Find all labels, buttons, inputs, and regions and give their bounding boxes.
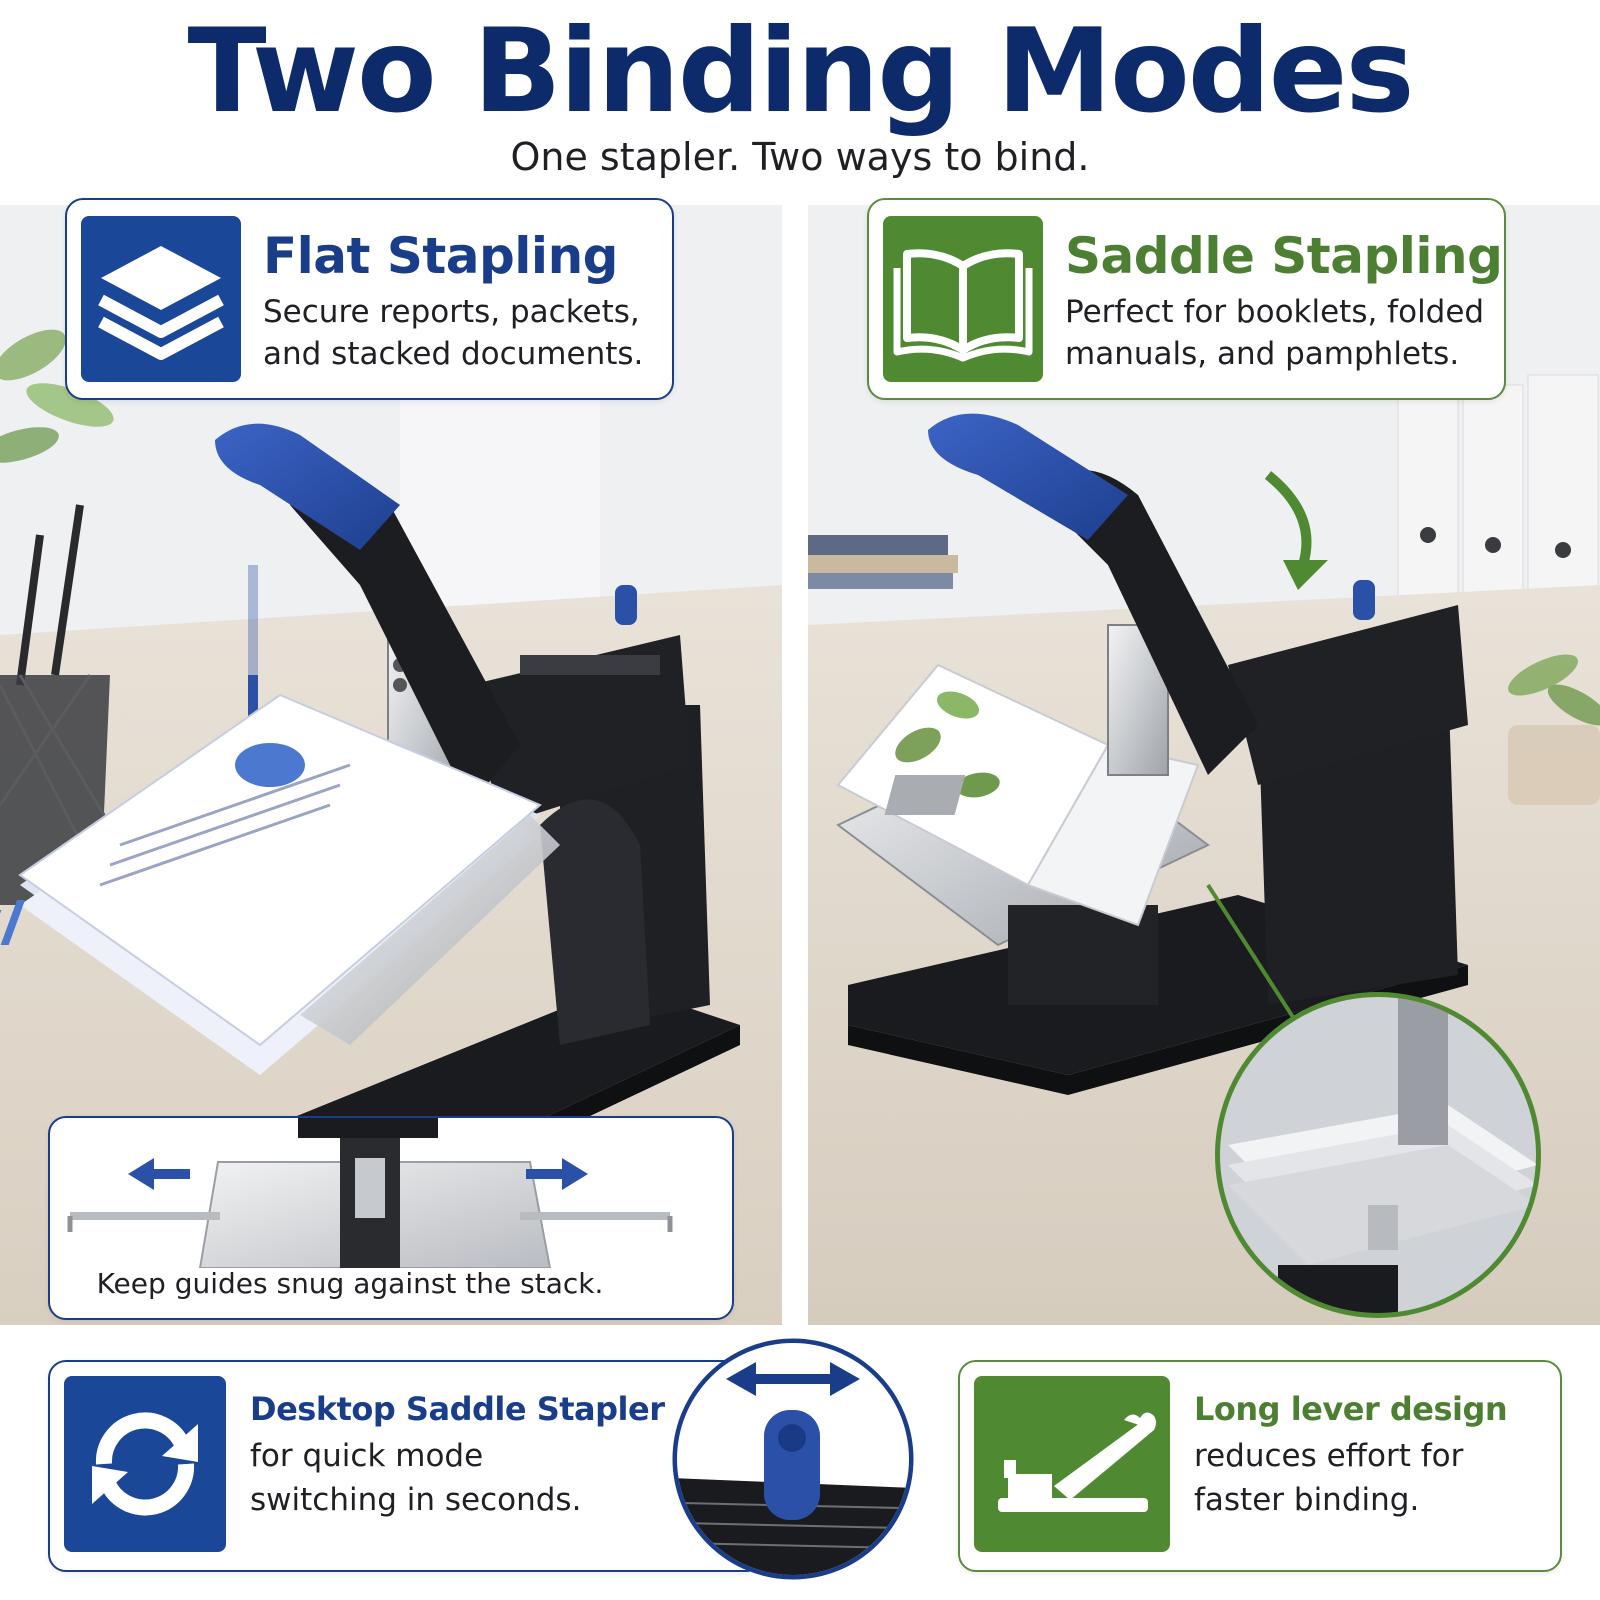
long-lever-desc-line2: faster binding.	[1194, 1482, 1420, 1518]
long-lever-icon-box	[974, 1376, 1170, 1552]
page-title: Two Binding Modes	[187, 4, 1414, 139]
guides-callout-card: Keep guides snug against the stack.	[48, 1116, 734, 1320]
paper-guides-diagram	[67, 1118, 673, 1268]
paper-stack	[0, 693, 542, 1075]
refresh-cycle-icon	[92, 1412, 198, 1516]
flat-stapling-title: Flat Stapling	[263, 227, 618, 285]
layers-icon	[98, 246, 224, 360]
mode-switch-desc-line2: switching in seconds.	[250, 1482, 582, 1518]
page-subtitle: One stapler. Two ways to bind.	[510, 135, 1090, 179]
long-lever-title: Long lever design	[1194, 1390, 1508, 1428]
switch-double-arrow	[726, 1362, 860, 1396]
saddle-stapling-title: Saddle Stapling	[1065, 227, 1503, 285]
saddle-stapling-desc-line2: manuals, and pamphlets.	[1065, 336, 1460, 372]
staple-closeup-zoom	[1215, 992, 1541, 1318]
saddle-stapling-card: Saddle Stapling Perfect for booklets, fo…	[867, 198, 1506, 400]
mode-switch-title: Desktop Saddle Stapler	[250, 1390, 665, 1428]
flat-stapling-desc-line2: and stacked documents.	[263, 336, 644, 372]
saddle-stapling-icon-box	[883, 216, 1043, 382]
plant-decoration	[1508, 654, 1600, 805]
mode-switch-icon-box	[64, 1376, 226, 1552]
flat-stapling-icon-box	[81, 216, 241, 382]
guide-out-left-arrow	[128, 1158, 190, 1190]
mode-switch-desc-line1: for quick mode	[250, 1438, 484, 1474]
plant-decoration	[0, 329, 114, 463]
mode-switch-card: Desktop Saddle Stapler for quick mode sw…	[48, 1360, 764, 1572]
flat-stapling-card: Flat Stapling Secure reports, packets, a…	[65, 198, 674, 400]
mode-switch-closeup-illustration	[672, 1338, 914, 1580]
open-book-icon	[893, 249, 1033, 362]
mode-switch-closeup	[672, 1338, 914, 1580]
long-lever-desc-line1: reduces effort for	[1194, 1438, 1464, 1474]
lever-stapler-icon	[998, 1412, 1156, 1512]
flat-stapling-desc-line1: Secure reports, packets,	[263, 294, 640, 330]
guides-callout-caption: Keep guides snug against the stack.	[96, 1267, 604, 1300]
saddle-stapler-illustration	[808, 205, 1600, 1325]
press-down-arrow	[1264, 471, 1328, 590]
guide-out-right-arrow	[526, 1158, 588, 1190]
saddle-stapling-desc-line1: Perfect for booklets, folded	[1065, 294, 1485, 330]
long-lever-card: Long lever design reduces effort for fas…	[958, 1360, 1562, 1572]
